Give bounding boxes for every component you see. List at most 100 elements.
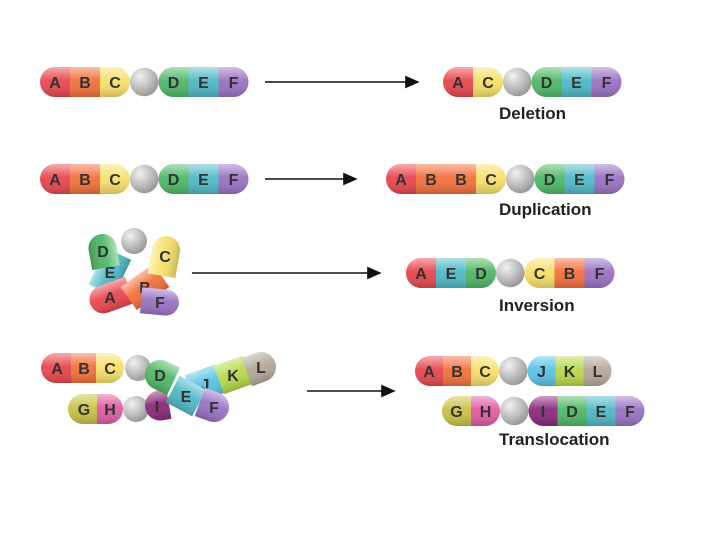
gene-B: B <box>70 164 100 194</box>
inversion-before-loop: EABCDF <box>88 228 181 316</box>
gene-label: E <box>571 75 582 92</box>
gene-label: H <box>480 404 492 421</box>
gene-label: F <box>595 266 605 283</box>
gene-label: F <box>155 295 165 312</box>
gene-label: D <box>168 172 180 189</box>
gene-label: D <box>541 75 553 92</box>
gene-label: E <box>105 265 116 282</box>
gene-D: D <box>557 396 587 426</box>
gene-F: F <box>584 258 615 288</box>
gene-H: H <box>97 394 123 424</box>
gene-label: G <box>450 404 462 421</box>
gene-label: C <box>159 249 171 266</box>
gene-label: D <box>475 266 487 283</box>
centromere <box>130 164 159 194</box>
centromere <box>506 164 535 194</box>
gene-A: A <box>41 353 73 383</box>
gene-E: E <box>586 396 616 426</box>
gene-label: B <box>79 75 91 92</box>
gene-E: E <box>88 247 132 297</box>
gene-J: J <box>527 356 556 386</box>
gene-B: B <box>71 353 97 383</box>
deletion-label: Deletion <box>499 104 566 123</box>
gene-B: B <box>446 164 476 194</box>
gene-E: E <box>165 375 207 417</box>
gene-label: I <box>155 399 159 416</box>
gene-label: D <box>97 244 109 261</box>
centromere <box>500 396 529 426</box>
gene-G: G <box>68 394 100 424</box>
gene-F: F <box>218 164 249 194</box>
gene-G: G <box>442 396 471 426</box>
centromere <box>130 67 159 97</box>
gene-label: J <box>537 364 546 381</box>
gene-label: B <box>425 172 437 189</box>
gene-B: B <box>70 67 100 97</box>
gene-label: A <box>452 75 464 92</box>
gene-F: F <box>194 387 229 422</box>
gene-C: C <box>524 258 555 288</box>
gene-C: C <box>473 67 503 97</box>
gene-label: C <box>479 364 491 381</box>
gene-F: F <box>218 67 249 97</box>
gene-label: E <box>181 389 192 406</box>
gene-label: G <box>78 402 90 419</box>
gene-label: I <box>541 404 545 421</box>
gene-I: I <box>144 389 172 421</box>
gene-D: D <box>145 360 180 395</box>
gene-label: D <box>544 172 556 189</box>
gene-K: K <box>555 356 584 386</box>
gene-label: F <box>209 400 219 417</box>
gene-label: C <box>109 172 121 189</box>
gene-label: E <box>198 75 209 92</box>
gene-E: E <box>436 258 466 288</box>
gene-A: A <box>406 258 436 288</box>
gene-label: B <box>564 266 576 283</box>
gene-label: C <box>482 75 494 92</box>
gene-label: B <box>78 361 90 378</box>
gene-C: C <box>476 164 506 194</box>
gene-D: D <box>158 164 189 194</box>
gene-L: L <box>241 352 276 387</box>
gene-label: D <box>154 368 166 385</box>
gene-label: F <box>605 172 615 189</box>
gene-label: C <box>109 75 121 92</box>
gene-E: E <box>188 67 219 97</box>
gene-label: A <box>415 266 427 283</box>
gene-D: D <box>88 234 120 271</box>
gene-label: K <box>227 368 239 385</box>
gene-A: A <box>386 164 416 194</box>
gene-B: B <box>416 164 446 194</box>
gene-B: B <box>443 356 471 386</box>
gene-E: E <box>561 67 592 97</box>
gene-C: C <box>100 164 130 194</box>
gene-label: F <box>229 172 239 189</box>
gene-E: E <box>188 164 219 194</box>
gene-label: E <box>198 172 209 189</box>
centromere <box>496 258 525 288</box>
gene-label: F <box>229 75 239 92</box>
gene-A: A <box>40 164 70 194</box>
centromere <box>503 67 532 97</box>
gene-F: F <box>591 67 622 97</box>
gene-label: F <box>602 75 612 92</box>
gene-D: D <box>466 258 496 288</box>
gene-D: D <box>531 67 562 97</box>
gene-A: A <box>443 67 473 97</box>
gene-label: E <box>596 404 607 421</box>
gene-label: E <box>446 266 457 283</box>
gene-C: C <box>147 236 181 279</box>
gene-label: A <box>423 364 435 381</box>
